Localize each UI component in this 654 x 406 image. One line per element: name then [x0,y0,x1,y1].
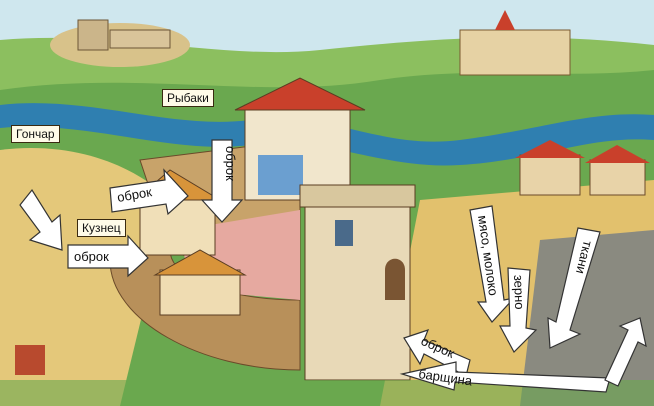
arrow-obrok-vertical-text: оброк [223,146,238,181]
village-house-roof [515,140,585,158]
manor-roof [234,77,366,111]
arrow-obrok-left-bottom: оброк [67,234,149,278]
arrow-cloth: ткани [547,227,601,349]
lower-house-roof [153,249,247,276]
arrow-obrok-left-top: оброк [109,168,189,216]
arrow-big-left [19,188,63,251]
arrow-obrok-left-bottom-text: оброк [74,249,109,264]
arrow-big-right [604,317,647,387]
arrow-obrok-vertical: оброк [200,139,244,223]
village-house-roof [585,145,650,163]
distant-town [109,29,171,49]
church-spire [495,10,515,30]
bricks [15,345,45,375]
tower-gate [385,258,405,300]
tower-battlements [299,184,416,208]
distant-tower [77,19,109,51]
village-house [519,154,581,196]
tower-window [335,220,353,246]
village-house [589,159,646,196]
arrow-grain-text: зерно [511,275,527,310]
distant-village [459,29,571,76]
label-potter: Гончар [11,125,60,143]
label-fishermen: Рыбаки [162,89,214,107]
arrow-corvee: барщина [399,361,611,393]
arrow-obrok-left-top-text: оброк [116,184,153,205]
manor-window [258,155,303,195]
arrow-grain: зерно [498,267,538,353]
label-blacksmith: Кузнец [77,219,126,237]
lower-house [159,269,241,316]
